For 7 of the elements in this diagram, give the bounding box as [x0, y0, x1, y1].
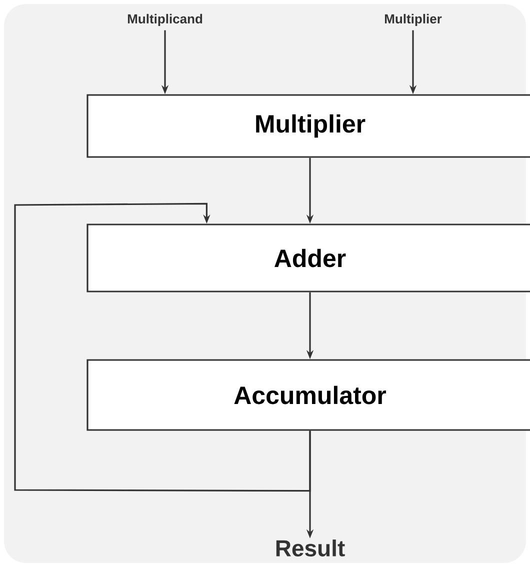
process-box: Accumulator [86, 359, 530, 431]
output-label: Result [276, 540, 345, 556]
input-label: Multiplier [384, 14, 442, 26]
process-box: Adder [86, 224, 530, 292]
input-label: Multiplicand [128, 14, 202, 26]
feedback-arrow [14, 202, 311, 492]
process-box: Multiplier [86, 94, 530, 158]
